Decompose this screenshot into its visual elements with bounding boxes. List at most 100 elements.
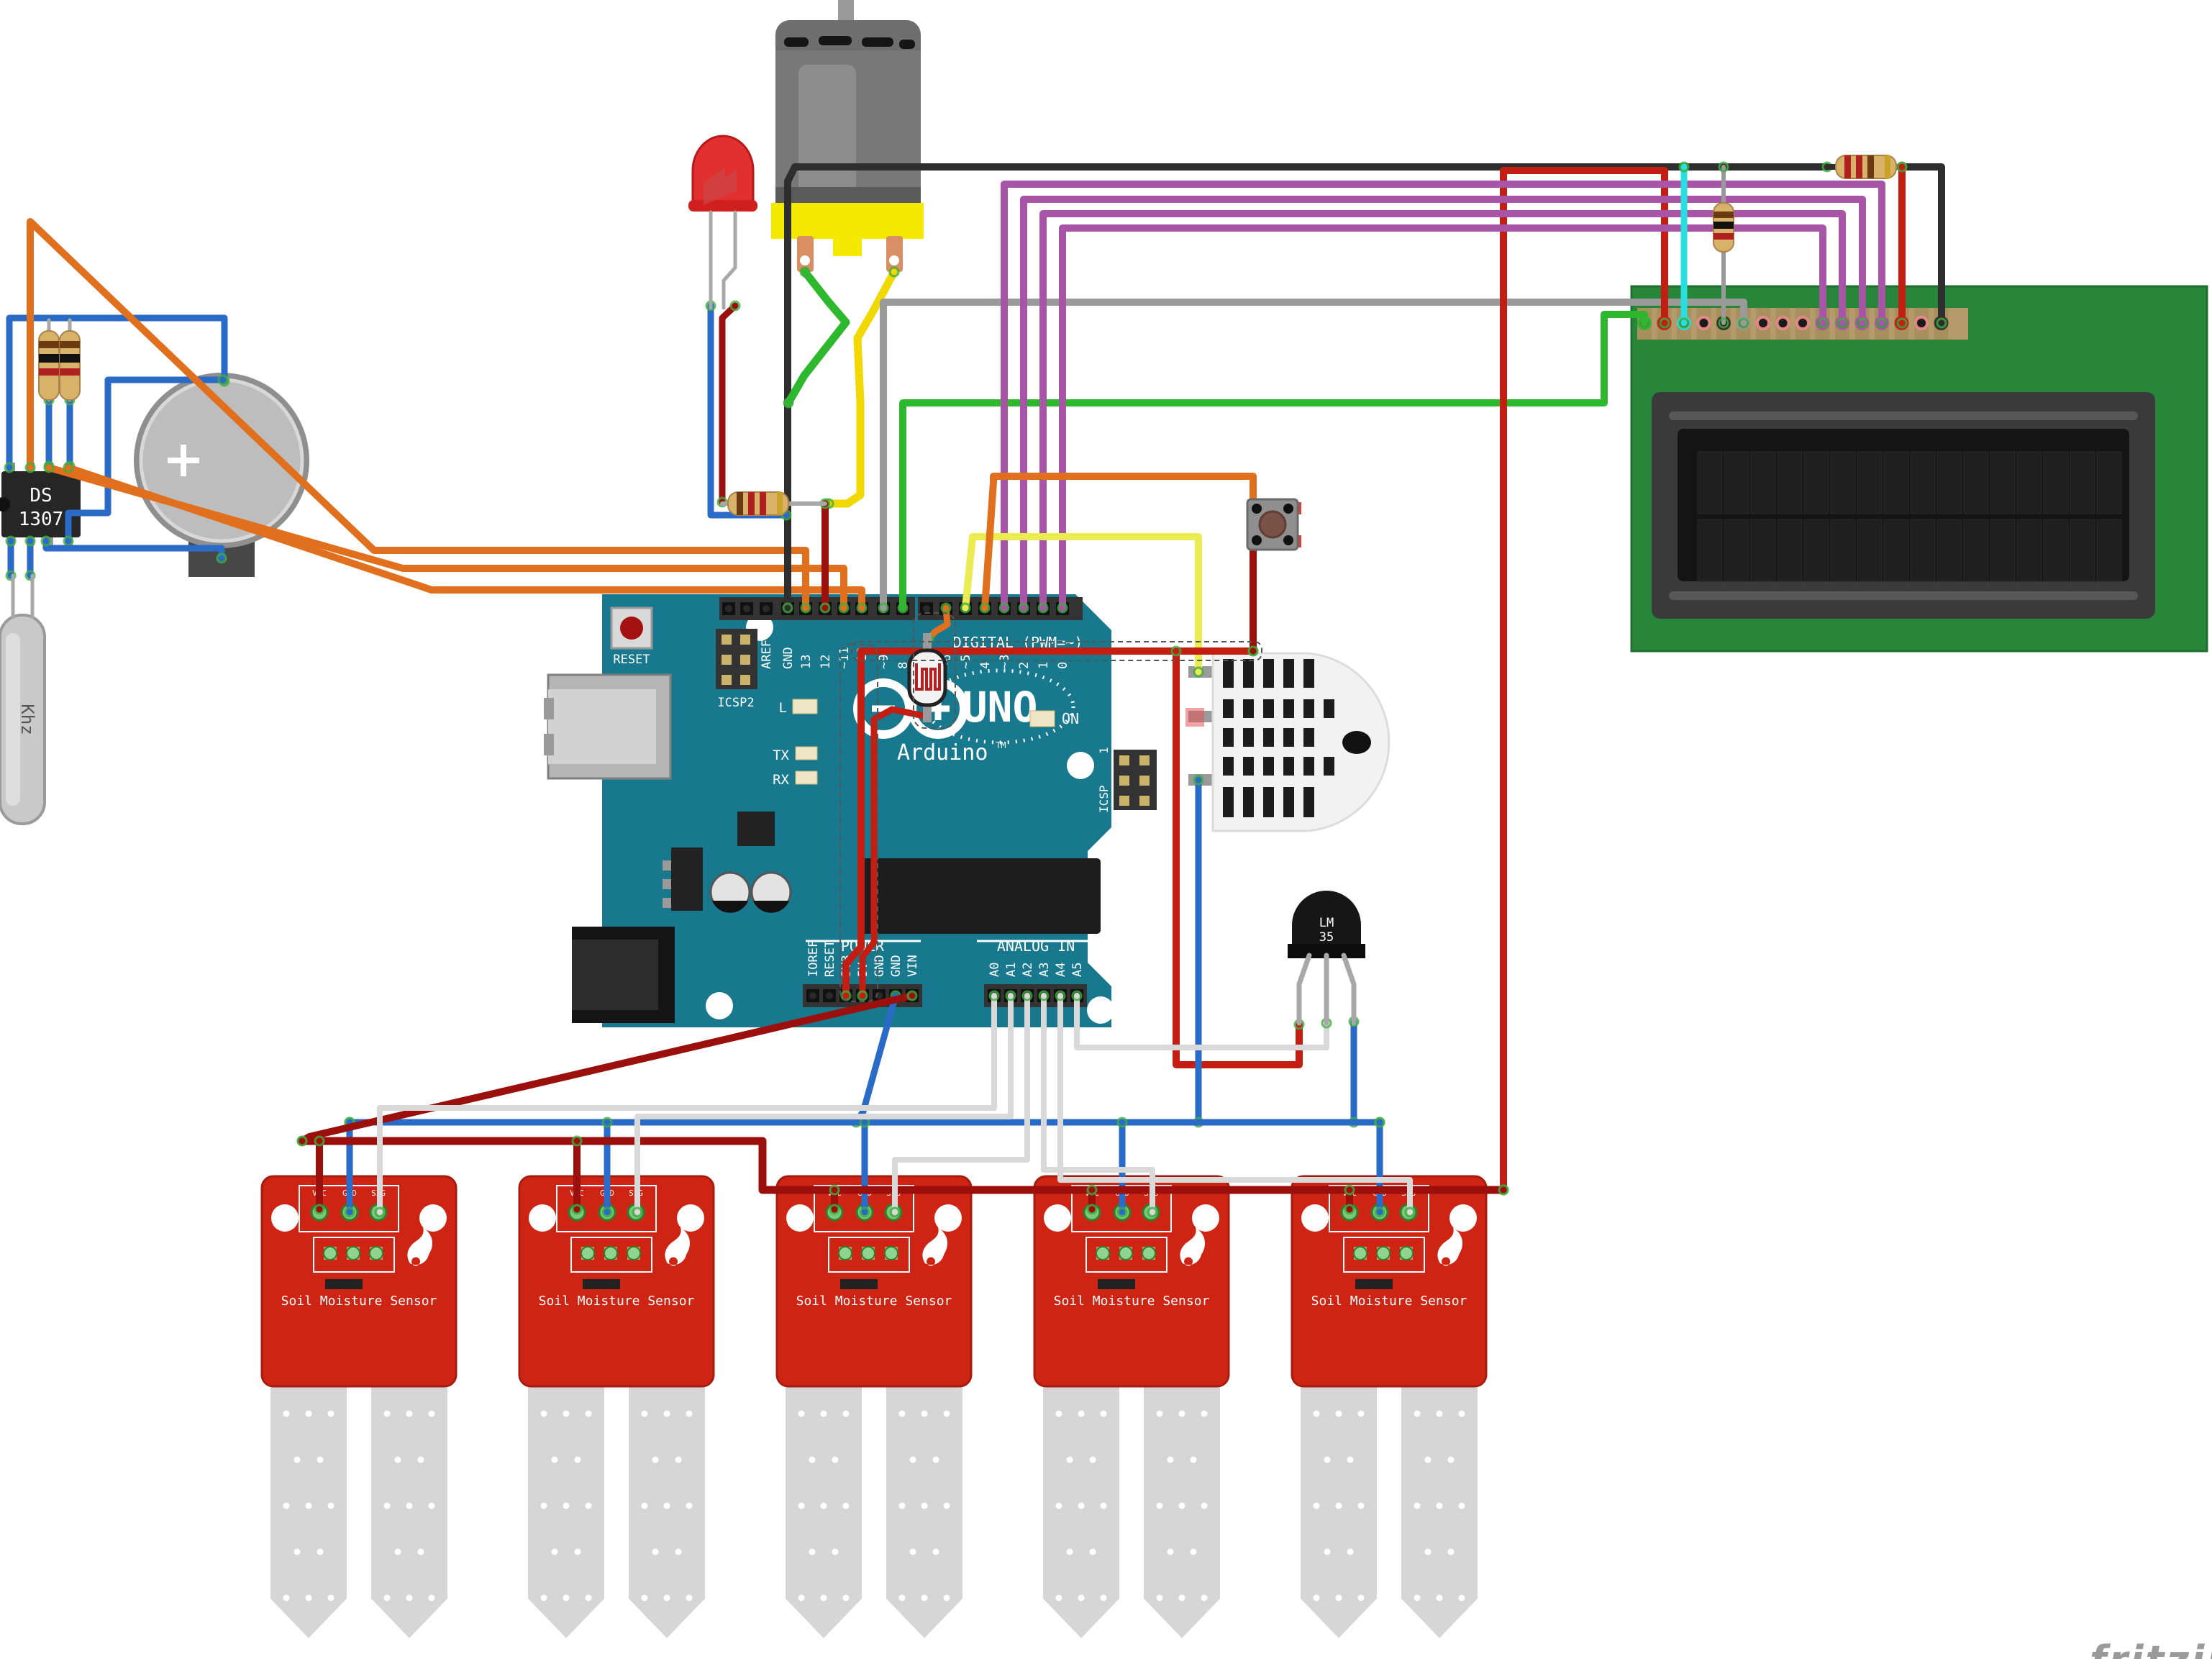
wire-red-drop-1[interactable]: [314, 1135, 325, 1215]
pin-label: A3: [1037, 963, 1052, 977]
connection-pad: [1836, 317, 1848, 329]
wire-rtc-res-2[interactable]: [64, 394, 76, 472]
led-rx: [795, 771, 818, 785]
pin-label: GND: [889, 955, 904, 977]
selection-outline: [839, 612, 1262, 1002]
mount-hole: [419, 1204, 447, 1232]
resistor-band: [1713, 222, 1734, 229]
connection-pad: [571, 1204, 583, 1215]
pin-label: 0: [1056, 662, 1070, 669]
wire-lm35-leg-1[interactable]: [1296, 953, 1312, 1026]
arduino-uno[interactable]: RESET ICSP2 1 ICSP: [544, 594, 1157, 1027]
wire-blue-dht[interactable]: [1193, 774, 1204, 1128]
button-corner-pin: [1283, 535, 1293, 545]
reset-button[interactable]: [610, 606, 653, 650]
power-jack-face: [572, 940, 658, 1010]
red-led[interactable]: [688, 135, 757, 212]
resistor-rtc-2[interactable]: [59, 330, 81, 401]
wire-gray-a4-s5[interactable]: [1055, 990, 1416, 1218]
lcd-pin-empty: [1756, 316, 1770, 330]
pin-label: A4: [1054, 963, 1068, 977]
connection-pad: [1086, 1204, 1098, 1215]
connection-pad: [1055, 990, 1066, 1001]
dc-motor[interactable]: [771, 0, 924, 272]
connection-pad: [1170, 645, 1182, 657]
wire-blue-lm35[interactable]: [1348, 1016, 1360, 1128]
sensor-label: Soil Moisture Sensor: [1054, 1294, 1210, 1309]
wire-gray-a3-s4[interactable]: [1038, 990, 1158, 1218]
motor-terminal-hole: [889, 255, 899, 265]
wire-red-drop-4[interactable]: [1086, 1184, 1098, 1215]
wire-red-drop-2[interactable]: [571, 1135, 583, 1215]
usb-connector-face: [548, 689, 656, 764]
sensor-pad: [838, 1246, 852, 1260]
wire-orange-pin10[interactable]: [63, 462, 868, 614]
photoresistor-ldr[interactable]: [907, 633, 947, 722]
wire-rtc-blue-bottom[interactable]: [40, 535, 227, 564]
wire-red-drop-3[interactable]: [829, 1184, 840, 1215]
wire-cyan-lcd3[interactable]: [1678, 161, 1690, 329]
mount-hole: [1067, 752, 1094, 779]
resistor-rtc-1[interactable]: [38, 330, 60, 401]
sensor-pad: [1142, 1246, 1156, 1260]
wire-purple-d1[interactable]: [1037, 210, 1848, 614]
wire-yellow-dht[interactable]: [960, 533, 1204, 678]
lcd-16x2[interactable]: [1630, 285, 2208, 653]
wire-lm35-leg-3[interactable]: [1341, 953, 1357, 1026]
lcd-character-grid: [1697, 451, 2122, 582]
lm35-sensor[interactable]: LM 35: [1288, 891, 1365, 958]
resistor-band: [1844, 155, 1851, 178]
wire-gray-a2-s3[interactable]: [889, 990, 1033, 1218]
wire-rtc-xtal-2[interactable]: [24, 535, 36, 581]
icsp2-header[interactable]: [716, 629, 757, 689]
dht22-sensor[interactable]: [1185, 652, 1391, 832]
wire-purple-d3[interactable]: [998, 181, 1888, 614]
pushbutton[interactable]: [1246, 498, 1301, 551]
wire-led-leg-2[interactable]: [722, 210, 737, 310]
wire-red-pin12[interactable]: [819, 498, 831, 614]
wire-purple-d2[interactable]: [1018, 196, 1868, 614]
resistor-led[interactable]: [727, 491, 789, 516]
wire-rtc-res-1[interactable]: [43, 394, 55, 472]
wire-blue-drop-2[interactable]: [601, 1117, 613, 1218]
wire-red-drop-5[interactable]: [1344, 1184, 1355, 1215]
wire-blue-drop-3[interactable]: [859, 1117, 870, 1218]
wire-gray-a0-s1[interactable]: [374, 990, 1000, 1218]
analog-header[interactable]: [984, 984, 1087, 1007]
wire-red-vcc-rail[interactable]: [296, 1135, 1509, 1196]
button-corner-pin: [1252, 535, 1262, 545]
pin-label: GND: [873, 955, 887, 977]
wire-green-motor[interactable]: [783, 266, 850, 409]
wire-red-button[interactable]: [1247, 540, 1259, 657]
wire-rtc-xtal-1[interactable]: [5, 535, 17, 581]
wire-purple-d0[interactable]: [1057, 224, 1829, 614]
icsp-header[interactable]: [1114, 750, 1157, 810]
led-tx: [795, 746, 818, 760]
wire-orange-pin13[interactable]: [24, 218, 811, 614]
motor-vent: [899, 40, 915, 49]
resistor-lcd-contrast[interactable]: [1713, 202, 1734, 253]
pin-label: 13: [799, 655, 814, 669]
wire-blue-drop-5[interactable]: [1374, 1117, 1385, 1218]
wire-gray-lcd6[interactable]: [878, 299, 1749, 614]
resistor-band: [60, 354, 80, 363]
crystal-oscillator[interactable]: Khz: [0, 614, 46, 825]
wire-blue-drop-1[interactable]: [344, 1117, 355, 1218]
rtc-label-1: DS: [29, 485, 52, 506]
wire-gray-a5-lm35[interactable]: [1071, 990, 1332, 1050]
wire-gray-a1-s2[interactable]: [632, 990, 1016, 1218]
chip-notch: [0, 497, 10, 512]
lcd-bezel-groove: [1669, 591, 2138, 600]
wire-green-lcd1[interactable]: [897, 311, 1650, 614]
wire-led-anode-red[interactable]: [716, 300, 741, 508]
sensor-prong: [1043, 1381, 1119, 1638]
resistor-lcd-backlight[interactable]: [1835, 155, 1897, 179]
wire-red-lcd14[interactable]: [1896, 161, 1908, 329]
wire-black-gnd-rail[interactable]: [782, 161, 1833, 614]
smd-component: [737, 812, 775, 846]
